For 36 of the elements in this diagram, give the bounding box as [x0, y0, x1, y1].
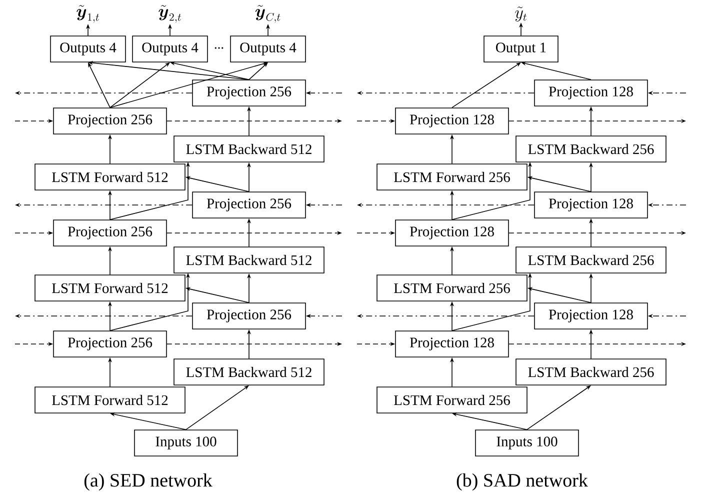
- lstm-forward-box: LSTM Forward 512: [34, 274, 186, 302]
- projection-box: Projection 128: [395, 220, 509, 246]
- lstm-forward-box: LSTM Forward 256: [376, 386, 528, 414]
- input-box: Inputs 100: [134, 430, 238, 456]
- ellipsis: …: [214, 47, 224, 49]
- projection-box: Projection 128: [534, 192, 648, 218]
- lstm-backward-box: LSTM Backward 512: [174, 136, 324, 162]
- output-symbol: $\tilde{\boldsymbol{y}}_{2,t}$: [158, 5, 182, 23]
- lstm-backward-box: LSTM Backward 256: [516, 136, 666, 162]
- projection-box: Projection 256: [192, 192, 306, 218]
- output-symbol: $\tilde{\boldsymbol{y}}_{1,t}$: [76, 5, 100, 23]
- output-symbol: $\tilde{y}_t$: [515, 6, 526, 22]
- output-box: Outputs 4: [132, 36, 208, 62]
- lstm-forward-box: LSTM Forward 512: [34, 386, 186, 414]
- lstm-forward-box: LSTM Forward 512: [34, 164, 186, 190]
- projection-box: Projection 128: [534, 80, 648, 106]
- projection-box: Projection 128: [395, 330, 509, 358]
- lstm-backward-box: LSTM Backward 512: [174, 246, 324, 274]
- lstm-forward-box: LSTM Forward 256: [376, 164, 528, 190]
- lstm-backward-box: LSTM Backward 256: [516, 358, 666, 386]
- lstm-backward-box: LSTM Backward 512: [174, 358, 324, 386]
- projection-box: Projection 256: [53, 220, 167, 246]
- projection-box: Projection 128: [534, 302, 648, 330]
- lstm-backward-box: LSTM Backward 256: [516, 246, 666, 274]
- output-symbol: $\tilde{\boldsymbol{y}}_{C,t}$: [255, 5, 280, 23]
- projection-box: Projection 256: [53, 330, 167, 358]
- output-box: Outputs 4: [230, 36, 306, 62]
- lstm-forward-box: LSTM Forward 256: [376, 274, 528, 302]
- projection-box: Projection 128: [395, 108, 509, 134]
- output-box: Outputs 4: [50, 36, 126, 62]
- projection-box: Projection 256: [192, 302, 306, 330]
- output-box: Output 1: [484, 36, 558, 62]
- caption: (a) SED network: [84, 473, 212, 491]
- projection-box: Projection 256: [53, 108, 167, 134]
- projection-box: Projection 256: [192, 80, 306, 106]
- input-box: Inputs 100: [475, 430, 579, 456]
